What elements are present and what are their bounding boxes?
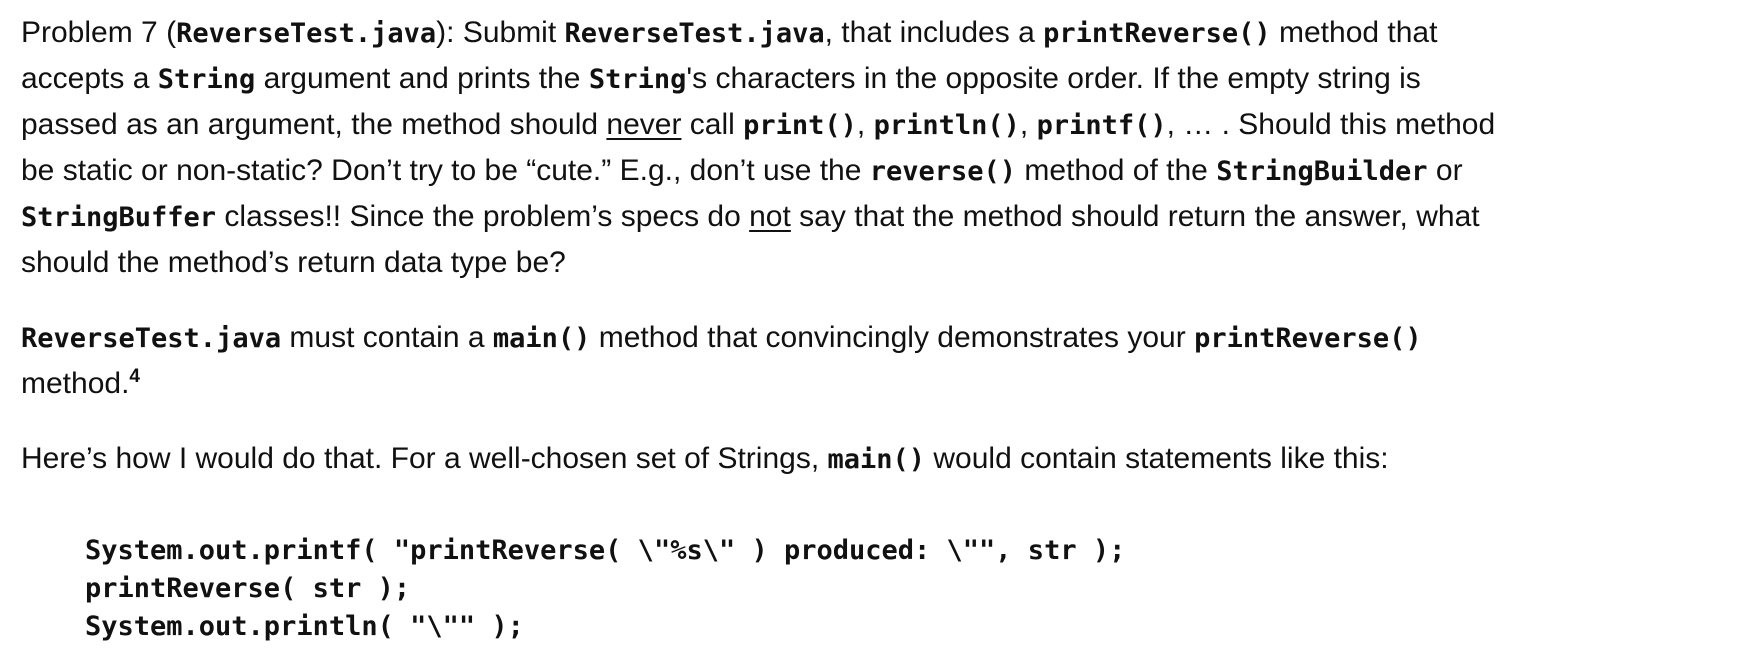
text-run: method that xyxy=(1270,16,1438,49)
text-run: passed as an argument, the method should xyxy=(21,108,607,141)
text-line: Here’s how I would do that. For a well-c… xyxy=(21,436,1712,482)
text-run: printReverse( str ); xyxy=(85,573,411,604)
text-run: classes!! Since the problem’s specs do xyxy=(216,200,750,233)
inline-code: StringBuffer xyxy=(21,202,217,233)
inline-code: String xyxy=(157,64,256,95)
underlined-text: not xyxy=(749,200,791,233)
text-run: or xyxy=(1427,154,1463,187)
text-run: , xyxy=(856,108,874,141)
underlined-text: never xyxy=(606,108,682,141)
text-line: method.4 xyxy=(21,361,1712,406)
inline-code: print() xyxy=(743,110,857,141)
text-run: must contain a xyxy=(281,321,493,354)
code-line: System.out.println( "\"" ); xyxy=(85,608,1712,646)
footnote-ref: 4 xyxy=(129,366,140,387)
text-run: , … . Should this method xyxy=(1166,108,1496,141)
paragraph: Problem 7 (ReverseTest.java): Submit Rev… xyxy=(21,10,1712,285)
text-line: passed as an argument, the method should… xyxy=(21,102,1712,148)
inline-code: main() xyxy=(827,444,926,475)
inline-code: println() xyxy=(873,110,1020,141)
inline-code: main() xyxy=(492,323,591,354)
text-run: , that includes a xyxy=(824,16,1044,49)
text-line: StringBuffer classes!! Since the problem… xyxy=(21,194,1712,240)
inline-code: printReverse() xyxy=(1194,323,1422,354)
document: Problem 7 (ReverseTest.java): Submit Rev… xyxy=(21,10,1712,646)
inline-code: String xyxy=(588,64,687,95)
text-run: should the method’s return data type be? xyxy=(21,246,566,279)
inline-code: StringBuilder xyxy=(1216,156,1428,187)
text-run: say that the method should return the an… xyxy=(790,200,1480,233)
inline-code: reverse() xyxy=(869,156,1017,187)
paragraph: Here’s how I would do that. For a well-c… xyxy=(21,436,1712,482)
text-run: would contain statements like this: xyxy=(925,442,1389,475)
text-line: accepts a String argument and prints the… xyxy=(21,56,1712,102)
text-run: ): Submit xyxy=(436,16,565,49)
inline-code: printf() xyxy=(1036,110,1167,141)
text-run: 's characters in the opposite order. If … xyxy=(686,62,1421,95)
text-line: be static or non-static? Don’t try to be… xyxy=(21,148,1712,194)
code-block: System.out.printf( "printReverse( \"%s\"… xyxy=(85,532,1712,646)
text-run: System.out.printf( "printReverse( \"%s\"… xyxy=(85,535,1126,566)
text-run: argument and prints the xyxy=(255,62,589,95)
text-run: accepts a xyxy=(21,62,158,95)
inline-code: ReverseTest.java xyxy=(564,18,825,49)
inline-code: printReverse() xyxy=(1043,18,1271,49)
text-line: should the method’s return data type be? xyxy=(21,240,1712,285)
inline-code: ReverseTest.java xyxy=(176,18,437,49)
text-run: method that convincingly demonstrates yo… xyxy=(590,321,1195,354)
text-run: Problem 7 ( xyxy=(21,16,177,49)
paragraph: ReverseTest.java must contain a main() m… xyxy=(21,315,1712,406)
code-line: System.out.printf( "printReverse( \"%s\"… xyxy=(85,532,1712,570)
text-run: call xyxy=(681,108,744,141)
text-run: , xyxy=(1019,108,1037,141)
code-line: printReverse( str ); xyxy=(85,570,1712,608)
text-run: method. xyxy=(21,367,130,400)
text-run: Here’s how I would do that. For a well-c… xyxy=(21,442,828,475)
text-run: be static or non-static? Don’t try to be… xyxy=(21,154,870,187)
text-line: Problem 7 (ReverseTest.java): Submit Rev… xyxy=(21,10,1712,56)
inline-code: ReverseTest.java xyxy=(21,323,282,354)
text-line: ReverseTest.java must contain a main() m… xyxy=(21,315,1712,361)
text-run: System.out.println( "\"" ); xyxy=(85,611,524,642)
text-run: method of the xyxy=(1016,154,1217,187)
